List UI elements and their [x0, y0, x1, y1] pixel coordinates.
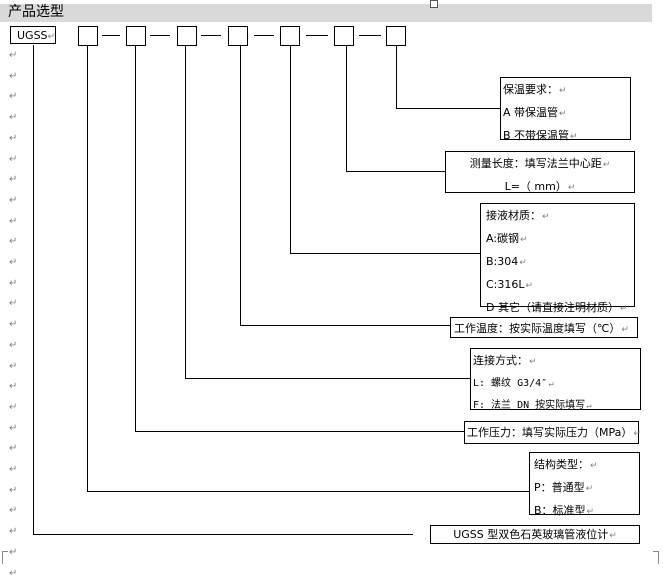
paragraph-mark: ↵	[9, 174, 18, 186]
connector-line	[33, 534, 413, 535]
page-corner-mark	[653, 551, 659, 564]
paragraph-mark: ↵	[9, 50, 18, 61]
structure-option: B：标准型↵	[534, 504, 595, 517]
connector-line	[396, 108, 500, 109]
material-heading: 接液材质：↵	[486, 209, 550, 222]
paragraph-mark: ↵	[9, 360, 18, 372]
paragraph-mark: ↵	[9, 112, 18, 124]
paragraph-mark: ↵	[9, 464, 18, 475]
paragraph-mark: ↵	[9, 298, 18, 310]
connector-line	[185, 45, 186, 379]
insulation-option: A 带保温管↵	[503, 106, 567, 119]
paragraph-mark: ↵	[9, 277, 18, 289]
structure-heading: 结构类型：↵	[534, 458, 598, 471]
pressure-text: 工作压力：填写实际压力（MPa）↵	[467, 426, 641, 439]
length-heading: 测量长度：填写法兰中心距↵	[469, 157, 611, 170]
connector-line	[290, 253, 480, 254]
paragraph-mark: ↵	[9, 422, 18, 434]
separator-dash	[102, 35, 120, 36]
material-box: 接液材质：↵ A:碳钢↵ B:304↵ C:316L↵ D 其它（请直接注明材质…	[480, 203, 635, 314]
connector-line	[240, 45, 241, 326]
connector-line	[346, 171, 445, 172]
paragraph-mark: ↵	[9, 70, 18, 82]
paragraph-mark: ↵	[9, 526, 18, 538]
page-title: 产品选型	[8, 4, 64, 20]
structure-option: P：普通型↵	[534, 481, 594, 494]
separator-dash	[254, 35, 274, 36]
pressure-box: 工作压力：填写实际压力（MPa）↵	[464, 421, 641, 444]
paragraph-mark: ↵	[9, 319, 18, 331]
connector-line	[87, 491, 529, 492]
connector-line	[87, 45, 88, 492]
connection-option: L: 螺纹 G3/4″↵	[473, 378, 554, 389]
connection-slot[interactable]	[177, 26, 197, 46]
page-corner-mark	[2, 551, 8, 564]
connector-line	[346, 45, 347, 172]
insulation-slot[interactable]	[386, 26, 406, 46]
material-option: B:304↵	[486, 255, 527, 268]
connector-line	[396, 45, 397, 109]
separator-dash	[306, 35, 328, 36]
separator-dash	[150, 35, 170, 36]
insulation-box: 保温要求：↵ A 带保温管↵ B 不带保温管↵	[500, 77, 631, 142]
insulation-option: B 不带保温管↵	[503, 129, 578, 142]
length-slot[interactable]	[334, 26, 354, 46]
paragraph-mark: ↵	[9, 505, 18, 517]
paragraph-mark: ↵	[9, 484, 18, 496]
model-code: UGSS	[17, 29, 48, 42]
paragraph-mark: ↵	[47, 32, 56, 42]
paragraph-mark: ↵	[9, 546, 18, 558]
product-box: UGSS 型双色石英玻璃管液位计↵	[430, 525, 640, 544]
length-box: 测量长度：填写法兰中心距↵ L=（ mm）↵	[445, 151, 635, 193]
paragraph-mark: ↵	[9, 381, 18, 393]
connector-line	[33, 45, 34, 535]
paragraph-mark: ↵	[9, 91, 18, 103]
temperature-box: 工作温度：按实际温度填写（℃）↵	[450, 317, 638, 338]
material-option: A:碳钢↵	[486, 232, 528, 245]
resize-handle[interactable]	[430, 0, 438, 8]
material-option: D 其它（请直接注明材质）↵	[486, 301, 628, 314]
connector-line	[240, 325, 450, 326]
paragraph-mark: ↵	[9, 215, 18, 227]
connection-heading: 连接方式：↵	[473, 354, 537, 367]
paragraph-mark: ↵	[9, 401, 18, 413]
structure-slot[interactable]	[78, 26, 98, 46]
connector-line	[135, 45, 136, 432]
temperature-text: 工作温度：按实际温度填写（℃）↵	[454, 322, 629, 335]
model-code-box: UGSS↵	[10, 26, 56, 44]
material-option: C:316L↵	[486, 278, 534, 291]
separator-dash	[359, 35, 381, 36]
paragraph-mark: ↵	[9, 132, 18, 144]
paragraph-mark: ↵	[9, 339, 18, 351]
length-unit: L=（ mm）↵	[504, 180, 576, 193]
connection-box: 连接方式：↵ L: 螺纹 G3/4″↵ F: 法兰 DN 按实际填写↵	[470, 348, 641, 411]
temperature-slot[interactable]	[228, 26, 248, 46]
paragraph-mark: ↵	[9, 153, 18, 165]
connector-line	[135, 431, 465, 432]
connection-option: F: 法兰 DN 按实际填写↵	[473, 400, 592, 411]
paragraph-mark: ↵	[9, 257, 18, 268]
header-bar	[0, 4, 652, 22]
insulation-heading: 保温要求：↵	[503, 83, 567, 96]
paragraph-mark: ↵	[9, 194, 18, 206]
connector-line	[185, 378, 470, 379]
material-slot[interactable]	[280, 26, 300, 46]
separator-dash	[201, 35, 221, 36]
paragraph-mark: ↵	[9, 443, 18, 455]
paragraph-mark: ↵	[9, 567, 18, 579]
paragraph-mark: ↵	[9, 236, 18, 248]
pressure-slot[interactable]	[126, 26, 146, 46]
connector-line	[290, 45, 291, 254]
structure-box: 结构类型：↵ P：普通型↵ B：标准型↵	[529, 452, 640, 517]
product-name: UGSS 型双色石英玻璃管液位计↵	[453, 528, 617, 541]
